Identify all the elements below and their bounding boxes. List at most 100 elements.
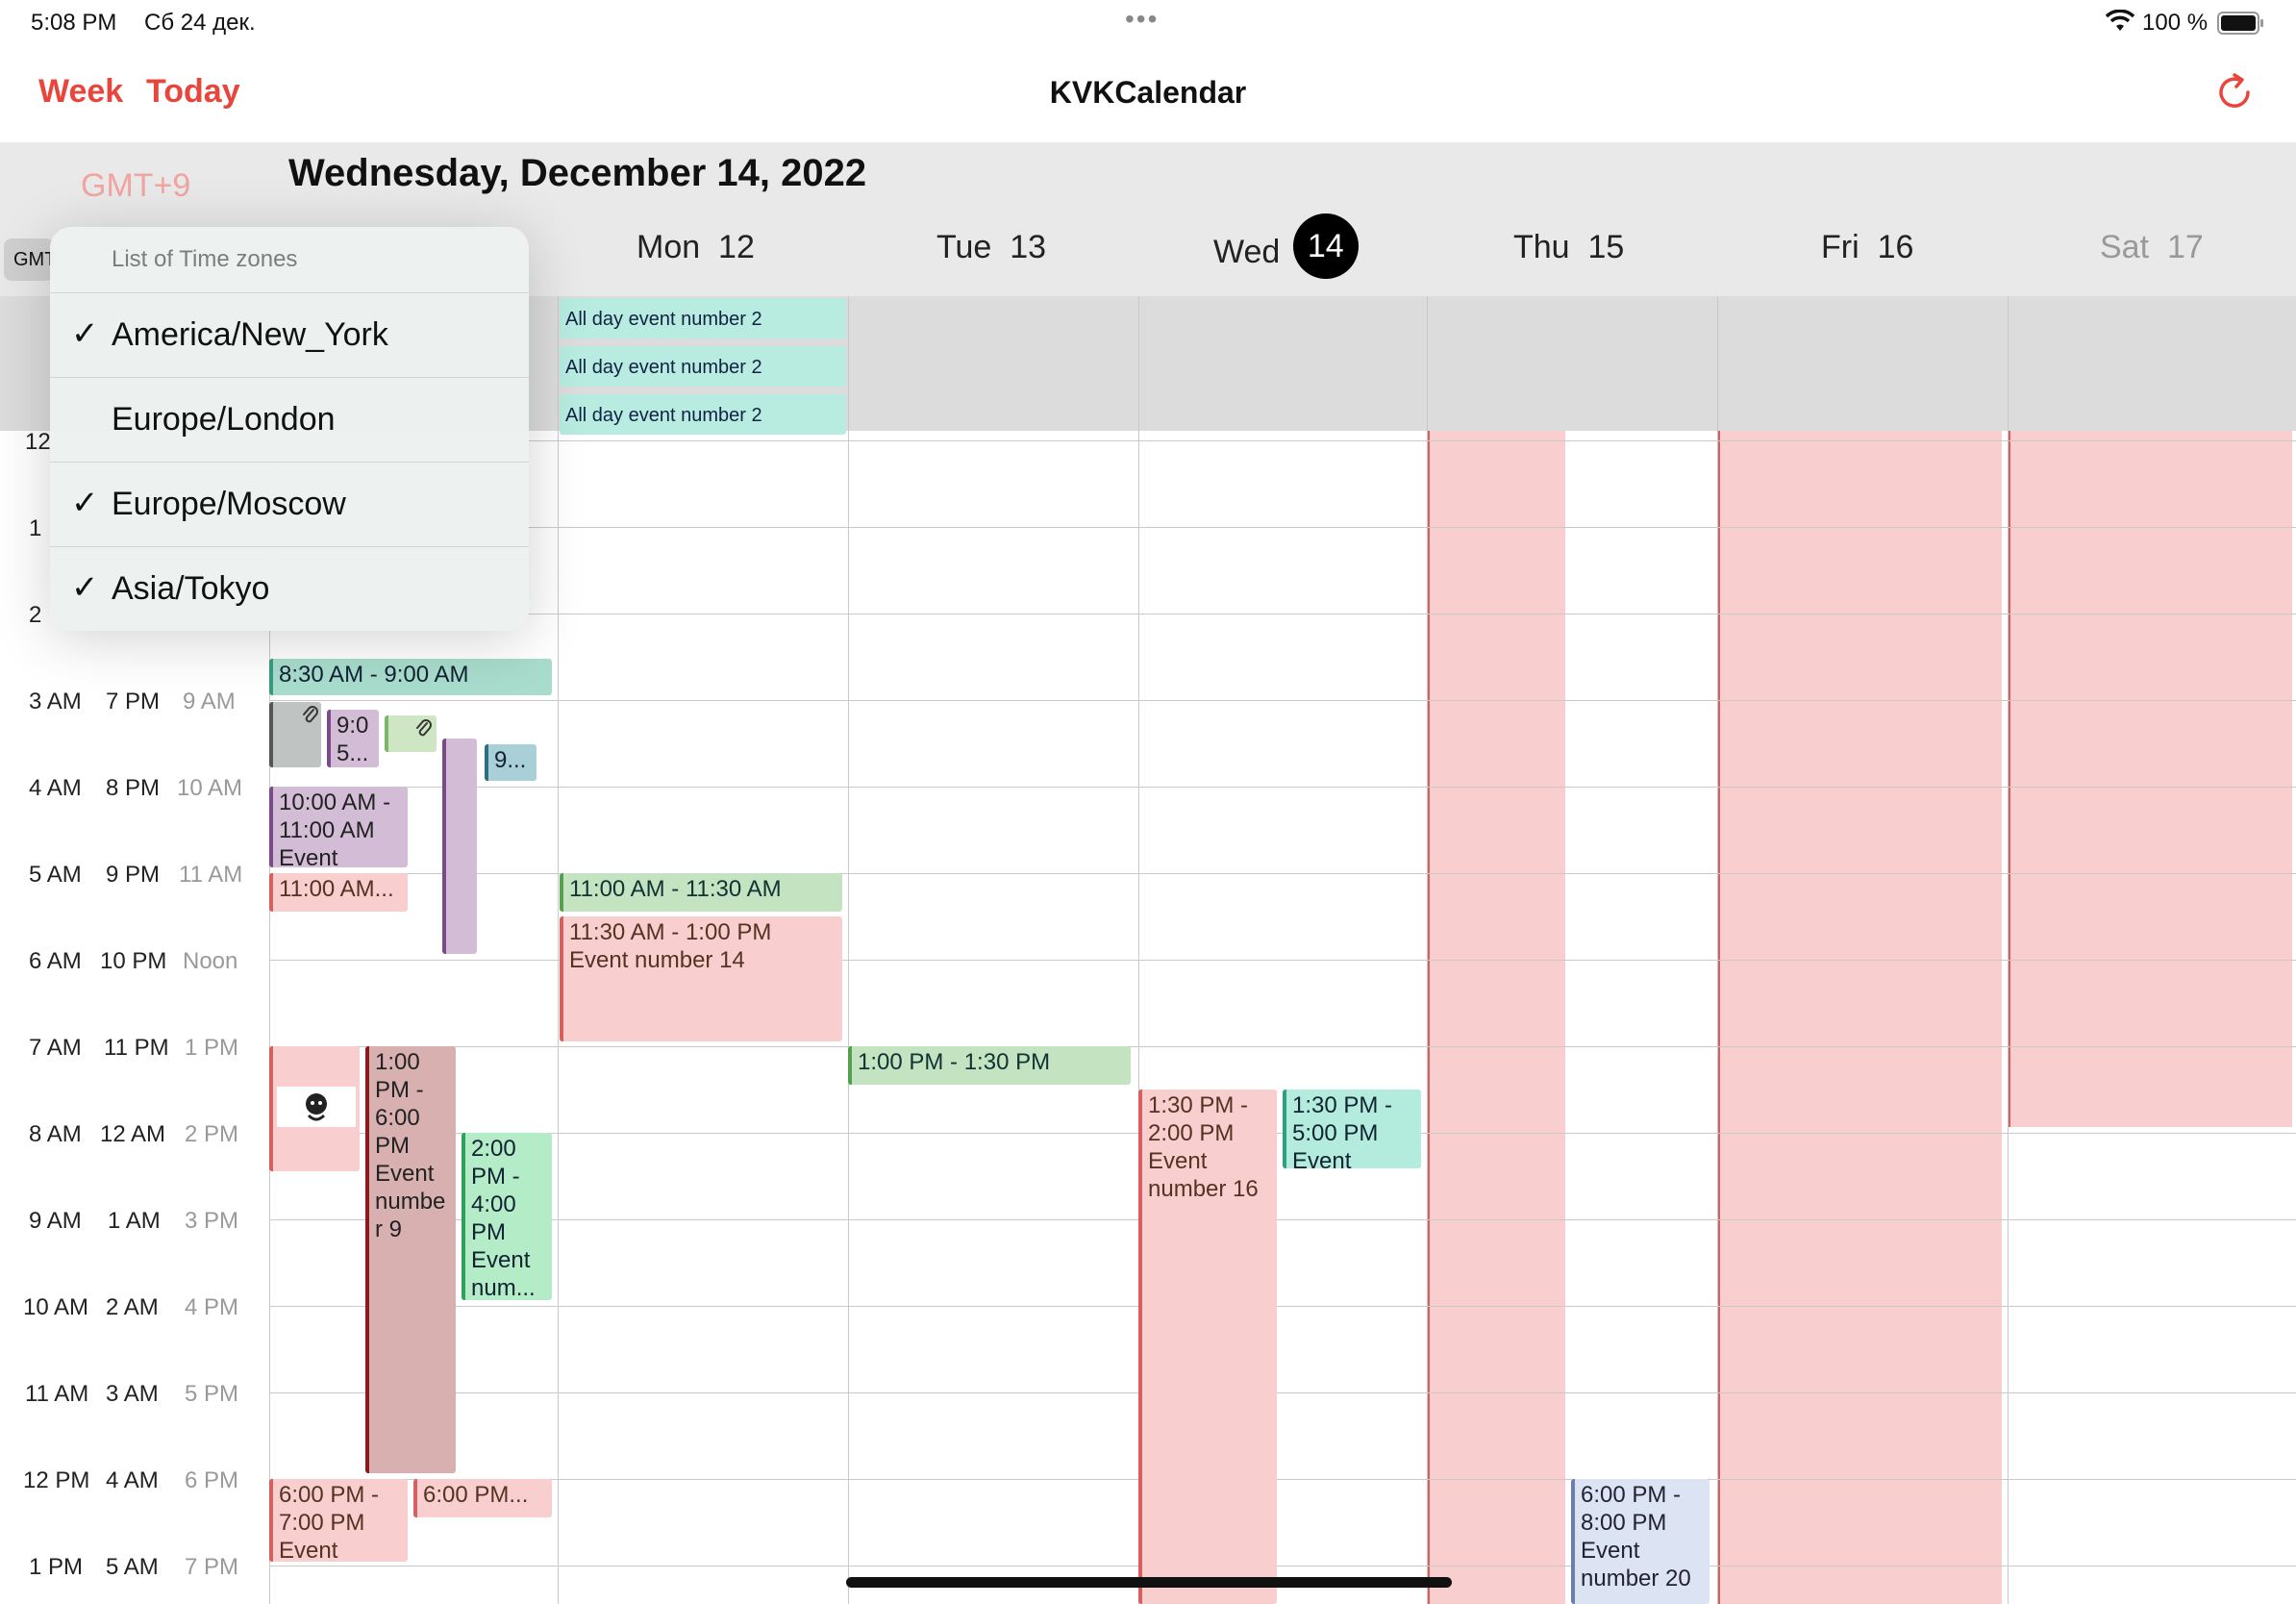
timezone-item-europe-london[interactable]: Europe/London xyxy=(50,377,529,463)
time-label: 9 AM xyxy=(29,1208,82,1234)
event-block[interactable]: 2:00 PM - 4:00 PM Event num... xyxy=(462,1133,552,1300)
multitasking-dots[interactable]: ••• xyxy=(1125,4,1160,34)
offhours-fri xyxy=(1717,431,2002,1604)
time-label: 6 AM xyxy=(29,948,82,974)
day-header-wed[interactable]: Wed 14 xyxy=(1213,213,1359,279)
day-header-mon[interactable]: Mon 12 xyxy=(636,229,755,265)
timezone-item-europe-moscow[interactable]: ✓ Europe/Moscow xyxy=(50,462,529,547)
time-label: 2 xyxy=(29,602,42,628)
time-label: 9 AM xyxy=(183,689,236,714)
event-block[interactable]: 6:00 PM... xyxy=(413,1479,552,1517)
checkmark-icon: ✓ xyxy=(71,315,99,352)
time-label: 3 PM xyxy=(185,1208,239,1234)
time-label: 2 PM xyxy=(185,1121,239,1147)
time-label: 7 PM xyxy=(185,1554,239,1580)
today-circle: 14 xyxy=(1292,213,1359,279)
paperclip-icon xyxy=(413,717,433,745)
time-label: 4 PM xyxy=(185,1294,239,1320)
time-label: 8 AM xyxy=(29,1121,82,1147)
time-label: 1 xyxy=(29,515,42,541)
time-label: 10 AM xyxy=(23,1294,89,1320)
offhours-sat xyxy=(2008,431,2292,1127)
week-header: GMT+9 Wednesday, December 14, 2022 GMT xyxy=(0,142,2296,296)
time-label: 7 AM xyxy=(29,1035,82,1061)
day-header-sat[interactable]: Sat 17 xyxy=(2100,229,2204,265)
event-block[interactable]: 8:30 AM - 9:00 AM xyxy=(269,659,552,695)
time-label: 5 AM xyxy=(106,1554,159,1580)
event-block[interactable]: 1:00 PM - 1:30 PM xyxy=(848,1046,1131,1085)
time-label: 5 AM xyxy=(29,862,82,888)
time-label: 12 xyxy=(25,429,51,455)
time-label: 4 AM xyxy=(106,1467,159,1493)
time-label: 3 AM xyxy=(106,1381,159,1407)
today-button[interactable]: Today xyxy=(146,73,240,110)
day-header-fri[interactable]: Fri 16 xyxy=(1821,229,1914,265)
event-block[interactable]: 11:00 AM - 11:30 AM xyxy=(560,873,842,912)
timezone-popover: List of Time zones ✓ America/New_York Eu… xyxy=(50,227,529,631)
day-header-thu[interactable]: Thu 15 xyxy=(1513,229,1625,265)
time-label: 10 PM xyxy=(100,948,167,974)
event-block[interactable]: 6:00 PM - 7:00 PM Event xyxy=(269,1479,408,1562)
event-block[interactable]: 1:30 PM - 2:00 PM Event number 16 xyxy=(1138,1090,1277,1604)
event-block[interactable]: 9... xyxy=(485,744,537,781)
time-label: 6 PM xyxy=(185,1467,239,1493)
event-block[interactable]: 1:30 PM - 5:00 PM Event xyxy=(1283,1090,1421,1168)
github-octocat-icon xyxy=(277,1087,356,1127)
offhours-border-fri xyxy=(1717,431,1720,1604)
home-indicator[interactable] xyxy=(846,1577,1452,1588)
time-label: 12 AM xyxy=(100,1121,166,1147)
checkmark-icon: ✓ xyxy=(71,569,99,606)
popover-title: List of Time zones xyxy=(112,246,298,272)
event-block[interactable]: 6:00 PM - 8:00 PM Event number 20 xyxy=(1571,1479,1710,1604)
time-label: 4 AM xyxy=(29,775,82,801)
app-title: KVKCalendar xyxy=(1049,75,1247,110)
event-block-attachment[interactable] xyxy=(269,702,321,767)
time-label: 1 PM xyxy=(29,1554,84,1580)
time-label: 7 PM xyxy=(106,689,161,714)
time-label: 1 AM xyxy=(108,1208,161,1234)
event-block[interactable]: 10:00 AM - 11:00 AM Event xyxy=(269,787,408,867)
checkmark-icon: ✓ xyxy=(71,485,99,521)
timezone-item-america-new-york[interactable]: ✓ America/New_York xyxy=(50,292,529,378)
week-button[interactable]: Week xyxy=(38,73,124,110)
offhours-thu xyxy=(1429,431,1565,1604)
all-day-event[interactable]: All day event number 2 xyxy=(560,298,846,338)
offhours-border-sat xyxy=(2008,431,2010,1127)
event-block[interactable]: 11:30 AM - 1:00 PM Event number 14 xyxy=(560,916,842,1041)
time-label: 5 PM xyxy=(185,1381,239,1407)
time-label: 9 PM xyxy=(106,862,161,888)
timezone-label: GMT+9 xyxy=(81,167,191,204)
event-block[interactable] xyxy=(442,739,477,954)
battery-icon xyxy=(2217,12,2265,39)
time-label: Noon xyxy=(183,948,238,974)
status-date: Сб 24 дек. xyxy=(144,10,256,36)
time-label: 8 PM xyxy=(106,775,161,801)
time-label: 11 AM xyxy=(25,1381,89,1407)
all-day-event[interactable]: All day event number 2 xyxy=(560,346,846,387)
timezone-item-asia-tokyo[interactable]: ✓ Asia/Tokyo xyxy=(50,546,529,631)
event-block[interactable]: 11:00 AM... xyxy=(269,873,408,912)
time-label: 1 PM xyxy=(185,1035,239,1061)
event-block-image[interactable] xyxy=(269,1046,360,1171)
gmt-chip[interactable]: GMT xyxy=(4,238,54,281)
time-label: 12 PM xyxy=(23,1467,90,1493)
status-bar: 5:08 PM Сб 24 дек. ••• 100 % xyxy=(0,0,2296,44)
event-block[interactable]: 1:00 PM - 6:00 PM Event numbe r 9 xyxy=(365,1046,456,1473)
event-block-attachment[interactable] xyxy=(385,715,437,752)
day-header-tue[interactable]: Tue 13 xyxy=(936,229,1047,265)
status-time: 5:08 PM xyxy=(31,10,117,36)
offhours-border-thu xyxy=(1427,431,1430,1604)
paperclip-icon xyxy=(300,704,319,732)
time-label: 10 AM xyxy=(177,775,243,801)
event-block[interactable]: 9:0 5... xyxy=(327,710,379,767)
time-label: 11 PM xyxy=(104,1035,169,1061)
wifi-icon xyxy=(2105,9,2135,38)
page-title: Wednesday, December 14, 2022 xyxy=(288,152,867,194)
reload-icon[interactable] xyxy=(2211,69,2258,120)
battery-percent: 100 % xyxy=(2142,10,2209,36)
navigation-bar: Week Today KVKCalendar xyxy=(0,44,2296,143)
time-label: 11 AM xyxy=(179,862,243,888)
all-day-event[interactable]: All day event number 2 xyxy=(560,394,846,435)
time-label: 2 AM xyxy=(106,1294,159,1320)
time-label: 3 AM xyxy=(29,689,82,714)
